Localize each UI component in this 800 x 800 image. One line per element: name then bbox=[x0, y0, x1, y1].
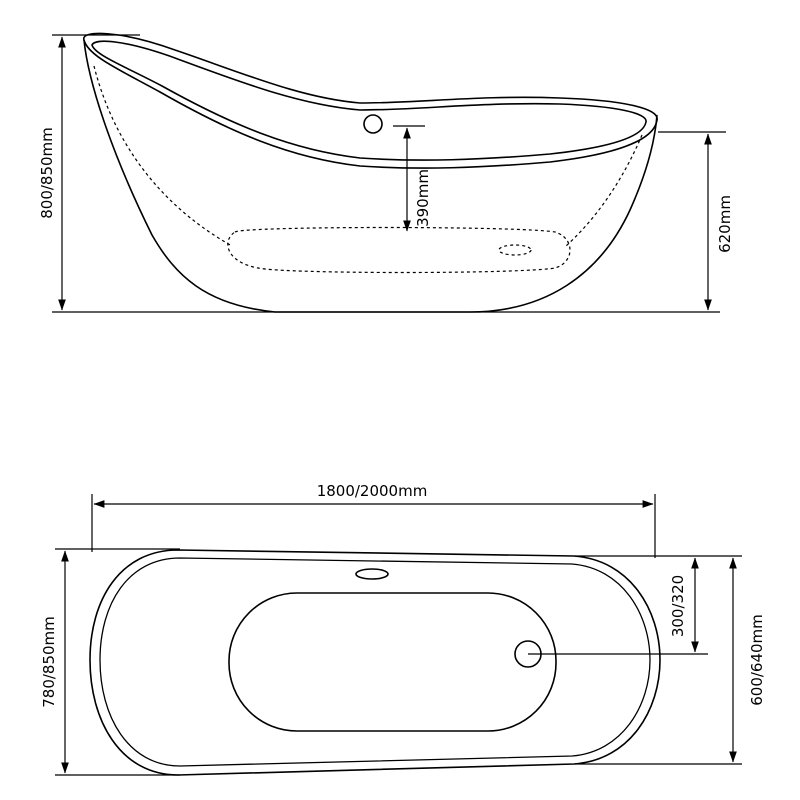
length-label: 1800/2000mm bbox=[317, 482, 428, 500]
top-dimensions bbox=[55, 494, 742, 776]
tub-rim-outer bbox=[83, 32, 658, 169]
side-view bbox=[83, 32, 658, 313]
narrow-end-label: 600/640mm bbox=[748, 614, 766, 706]
hidden-inner-wall bbox=[93, 65, 643, 247]
tub-outer-profile bbox=[83, 39, 658, 313]
side-dimensions bbox=[52, 34, 726, 313]
water-depth-label: 390mm bbox=[414, 169, 432, 227]
height-label: 800/850mm bbox=[38, 127, 56, 219]
rim-height-label: 620mm bbox=[716, 195, 734, 253]
tub-rim-inner bbox=[91, 40, 647, 161]
tub-outer-top-outline bbox=[89, 549, 661, 776]
width-label: 780/850mm bbox=[40, 616, 58, 708]
inner-basin-top bbox=[228, 592, 557, 732]
overflow-top bbox=[355, 568, 389, 580]
drain-offset-label: 300/320 bbox=[669, 575, 687, 637]
hidden-basin-floor bbox=[227, 226, 571, 274]
tub-rim-top-outline bbox=[99, 557, 651, 767]
top-view bbox=[89, 549, 661, 776]
overflow-hole bbox=[363, 114, 383, 134]
hidden-drain-outline bbox=[498, 244, 532, 256]
